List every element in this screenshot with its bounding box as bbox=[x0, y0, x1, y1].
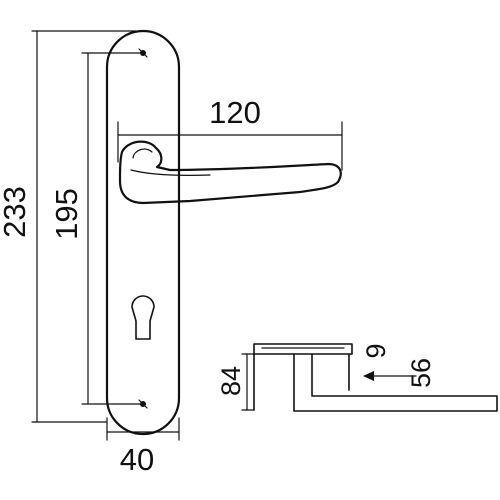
dim-195-label: 195 bbox=[49, 188, 84, 240]
lever-outline bbox=[118, 140, 342, 205]
lever-highlight bbox=[130, 169, 211, 176]
dimension-233: 233 bbox=[0, 30, 137, 423]
side-backplate bbox=[253, 343, 353, 355]
lever-grip-curve bbox=[132, 148, 153, 159]
euro-cylinder-keyhole bbox=[131, 295, 155, 340]
backplate-front-view bbox=[105, 29, 181, 436]
lever-handle bbox=[118, 140, 342, 205]
dim-233-label: 233 bbox=[0, 186, 32, 238]
dim-40-label: 40 bbox=[120, 442, 154, 477]
backplate-outline bbox=[105, 29, 181, 436]
dim-56-arrowhead bbox=[363, 371, 374, 381]
side-view: 84 9 56 bbox=[216, 343, 498, 412]
dim-56-label: 56 bbox=[406, 358, 436, 388]
side-lever-profile bbox=[293, 353, 498, 412]
dim-120-label: 120 bbox=[209, 95, 261, 130]
dim-84-label: 84 bbox=[216, 366, 246, 396]
dimension-120: 120 bbox=[117, 95, 343, 171]
dimension-195: 195 bbox=[49, 52, 144, 405]
dimension-40: 40 bbox=[106, 417, 180, 477]
dim-9-label: 9 bbox=[361, 343, 391, 358]
